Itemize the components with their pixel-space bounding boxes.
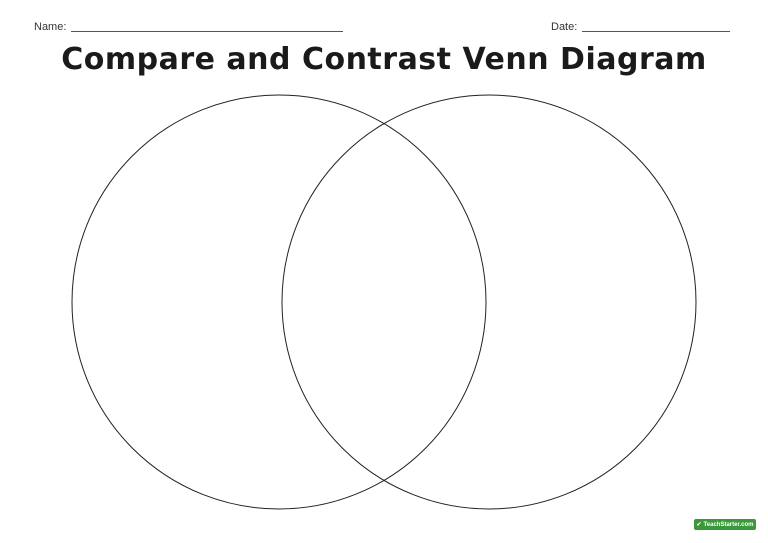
check-icon: ✔ bbox=[696, 522, 702, 528]
brand-text: TeachStarter.com bbox=[703, 521, 754, 528]
name-label: Name: bbox=[34, 21, 67, 33]
right-circle bbox=[281, 94, 697, 510]
page-title: Compare and Contrast Venn Diagram bbox=[61, 42, 707, 77]
left-circle bbox=[71, 94, 487, 510]
name-field[interactable]: Name: bbox=[34, 21, 344, 34]
name-line[interactable] bbox=[71, 31, 344, 32]
date-label: Date: bbox=[551, 21, 578, 33]
date-field[interactable]: Date: bbox=[551, 21, 731, 34]
date-line[interactable] bbox=[582, 31, 731, 32]
brand-logo: ✔ TeachStarter.com bbox=[694, 519, 756, 530]
